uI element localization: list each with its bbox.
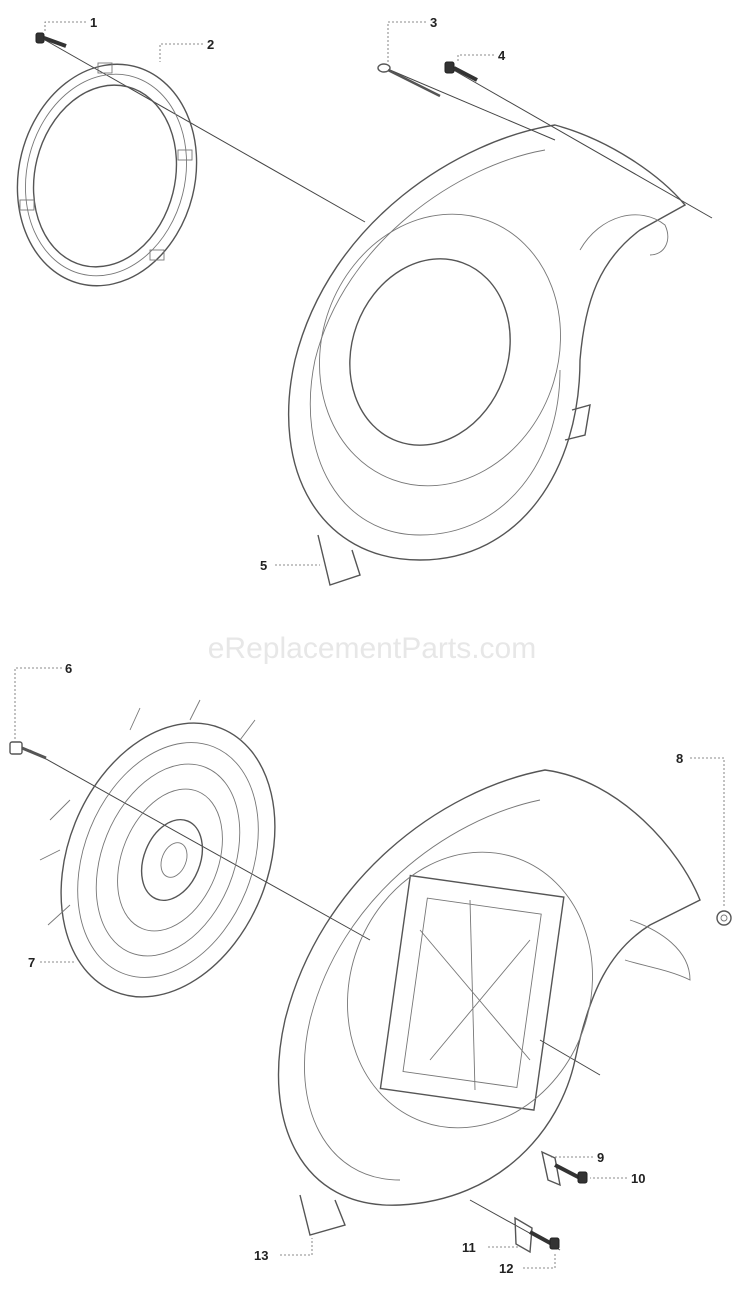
part-3-long-bolt[interactable] [377, 63, 441, 98]
part-4-screw[interactable] [444, 61, 478, 82]
callout-9: 9 [597, 1150, 604, 1165]
callout-2: 2 [207, 37, 214, 52]
part-6-bolt[interactable] [9, 741, 47, 760]
part-11-clip[interactable] [514, 1216, 533, 1254]
assembly-axis-line [389, 69, 556, 141]
callout-8: 8 [676, 751, 683, 766]
callout-11: 11 [462, 1240, 476, 1255]
leader-lines [14, 21, 725, 1269]
part-10-screw[interactable] [554, 1163, 588, 1184]
callout-3: 3 [430, 15, 437, 30]
callout-4: 4 [498, 48, 506, 63]
callout-7: 7 [28, 955, 35, 970]
watermark: eReplacementParts.com [208, 632, 536, 665]
part-9-clip[interactable] [541, 1150, 561, 1187]
part-5-fan-housing-cover[interactable] [282, 124, 687, 586]
part-12-screw[interactable] [529, 1230, 560, 1250]
callout-10: 10 [631, 1171, 645, 1186]
callout-6: 6 [65, 661, 72, 676]
assembly-axis-line [44, 39, 366, 223]
part-1-screw[interactable] [35, 32, 67, 48]
part-8-nut[interactable] [716, 910, 732, 926]
callout-5: 5 [260, 558, 267, 573]
part-13-blower-housing[interactable] [277, 769, 701, 1236]
callout-13: 13 [254, 1248, 268, 1263]
part-7-impeller-fan[interactable] [22, 691, 314, 1029]
assembly-axis-line [29, 749, 371, 941]
part-2-ring[interactable] [0, 45, 219, 305]
callout-12: 12 [499, 1261, 513, 1276]
assembly-axis-line [449, 67, 713, 219]
callout-1: 1 [90, 15, 97, 30]
